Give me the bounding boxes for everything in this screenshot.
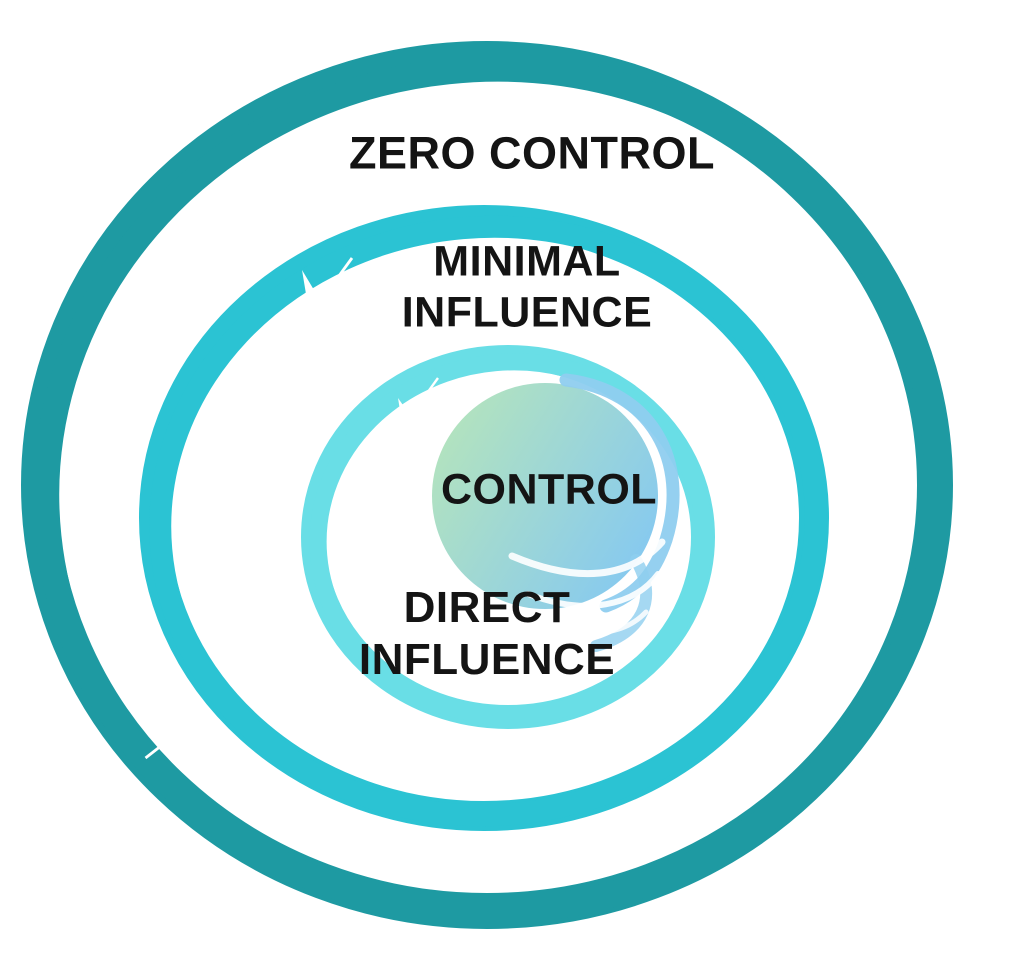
middle-ring-brush-notch (302, 270, 320, 306)
direct-influence-line1: DIRECT (403, 583, 571, 633)
outer-ring (21, 41, 953, 929)
outer-ring-brush-stroke (33, 55, 951, 925)
middle-ring-brush-stroke (149, 215, 827, 827)
middle-ring-brush-sliver (326, 257, 354, 293)
direct-influence-line2: INFLUENCE (358, 635, 616, 684)
control-blob-fill (432, 383, 658, 609)
outer-ring-brush-sliver (266, 165, 301, 207)
inner-ring-brush-stroke (309, 353, 713, 725)
direct-influence-label: DIRECT INFLUENCE (359, 582, 615, 686)
zero-control-label: ZERO CONTROL (349, 127, 715, 179)
blob-white-streak-2 (525, 571, 661, 609)
inner-ring-brush-notch (398, 398, 412, 423)
control-label: CONTROL (440, 465, 658, 514)
minimal-influence-line1: MINIMAL (433, 237, 621, 286)
middle-ring (139, 205, 829, 831)
outer-ring-brush-notch (236, 164, 258, 207)
outer-ring-brush-sliver-bottom (144, 740, 167, 760)
blob-swirl-stroke (559, 373, 680, 613)
control-blob (432, 373, 680, 652)
blob-brush-tail (590, 554, 653, 652)
inner-ring-brush-sliver (419, 377, 439, 403)
blob-white-streak-3 (545, 609, 649, 636)
inner-ring (301, 345, 715, 729)
minimal-influence-label: MINIMAL INFLUENCE (402, 236, 653, 337)
blob-white-streak-1 (508, 538, 666, 578)
minimal-influence-line2: INFLUENCE (401, 288, 653, 336)
